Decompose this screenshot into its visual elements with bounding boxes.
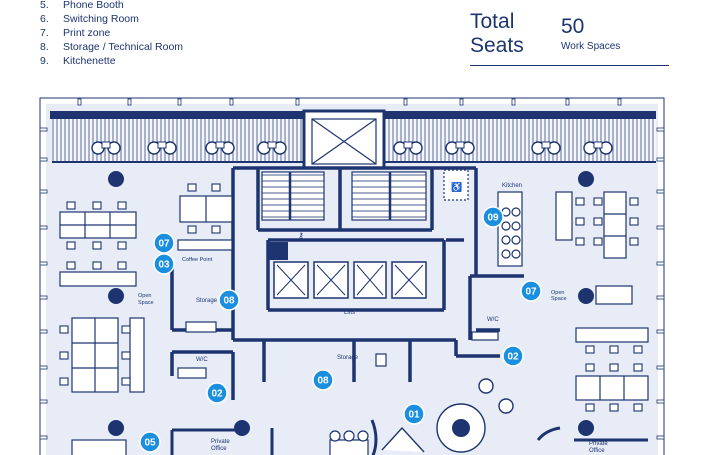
label-private-office-right: Office xyxy=(589,448,605,454)
label-lifts: Lifts xyxy=(344,310,355,316)
legend-label: Kitchenette xyxy=(63,55,116,67)
label-wc-right: W/C xyxy=(487,317,499,323)
private-offices xyxy=(170,428,648,455)
zone-badge-label: 02 xyxy=(507,352,519,363)
label-private-office-left: Office xyxy=(211,446,227,452)
legend-label: Switching Room xyxy=(63,13,139,25)
total-seats-title-line: Seats xyxy=(470,34,524,57)
room-labels: Kitchen Coffee Point Storage Open Space … xyxy=(138,183,608,454)
zone-badge-circle xyxy=(520,280,542,302)
legend-list: 5. Phone Booth 6. Switching Room 7. Print z… xyxy=(40,0,183,68)
label-open-space-left: Open xyxy=(138,293,151,299)
label-storage-left: Storage xyxy=(196,298,218,304)
lounge-tables xyxy=(101,141,603,149)
label-private-office-left: Private xyxy=(211,439,230,445)
legend-number: 6. xyxy=(40,13,49,25)
label-open-space-left: Space xyxy=(138,300,154,306)
label-storage-center: Storage xyxy=(337,355,359,361)
label-open-space-right: Space xyxy=(551,296,567,302)
zone-badges: 07 03 08 09 07 02 08 02 01 05 xyxy=(139,206,542,453)
legend-item: 9. Kitchenette xyxy=(40,54,183,68)
zone-badge-label: 05 xyxy=(144,438,156,449)
legend-number: 5. xyxy=(40,0,49,11)
total-seats-subtitle: Work Spaces xyxy=(561,41,621,52)
zone-badge-label: 07 xyxy=(158,239,170,250)
zone-badge-label: 01 xyxy=(408,410,420,421)
structural-columns xyxy=(108,171,594,436)
legend-number: 8. xyxy=(40,41,49,53)
small-furniture xyxy=(177,239,633,455)
zone-badge-circle xyxy=(403,403,425,425)
zone-badge-label: 07 xyxy=(525,287,537,298)
stairwell xyxy=(261,171,427,221)
zone-badge-circle xyxy=(206,382,228,404)
label-wc-left: W/C xyxy=(196,357,208,363)
zone-badge-circle xyxy=(312,369,334,391)
workstations xyxy=(59,191,649,455)
label-kitchen: Kitchen xyxy=(502,183,522,189)
lift-shafts xyxy=(273,261,427,299)
legend-item: 7. Print zone xyxy=(40,26,183,40)
zone-badge-circle xyxy=(139,431,161,453)
zone-badge-label: 08 xyxy=(223,296,235,307)
total-seats-count: 50 xyxy=(561,15,585,38)
label-open-space-right: Open xyxy=(551,290,564,296)
zone-badge-label: 02 xyxy=(211,389,223,400)
building-shell xyxy=(39,97,665,455)
total-seats-block: Total Seats 50 Work Spaces xyxy=(470,10,669,66)
legend-item: 5. Phone Booth xyxy=(40,0,183,12)
zone-badge-label: 03 xyxy=(158,260,170,271)
office-chairs xyxy=(59,183,643,412)
legend-item: 8. Storage / Technical Room xyxy=(40,40,183,54)
lounge-bottom xyxy=(370,378,561,455)
zone-badge-label: 09 xyxy=(487,213,499,224)
zone-badge-circle xyxy=(153,232,175,254)
legend-number: 7. xyxy=(40,27,49,39)
total-seats-title: Total Seats xyxy=(470,10,524,58)
zone-badge-label: 08 xyxy=(317,376,329,387)
zone-badge-circle xyxy=(153,253,175,275)
legend-label: Phone Booth xyxy=(63,0,124,11)
label-coffee-point: Coffee Point xyxy=(182,257,213,263)
kitchen-area xyxy=(443,169,523,267)
zone-badge-circle xyxy=(218,289,240,311)
legend-label: Storage / Technical Room xyxy=(63,41,184,53)
legend-item: 6. Switching Room xyxy=(40,12,183,26)
legend-label: Print zone xyxy=(63,27,111,39)
core-walls xyxy=(170,166,524,400)
facade-ticks xyxy=(39,98,665,440)
label-private-office-right: Private xyxy=(589,441,608,447)
key-icon: ⚷ xyxy=(298,231,304,240)
shaft-block xyxy=(268,242,288,260)
total-seats-title-line: Total xyxy=(470,10,515,33)
legend-number: 9. xyxy=(40,55,49,67)
zone-badge-circle xyxy=(482,206,504,228)
wheelchair-icon: ♿ xyxy=(451,181,462,192)
zone-badge-circle xyxy=(502,345,524,367)
